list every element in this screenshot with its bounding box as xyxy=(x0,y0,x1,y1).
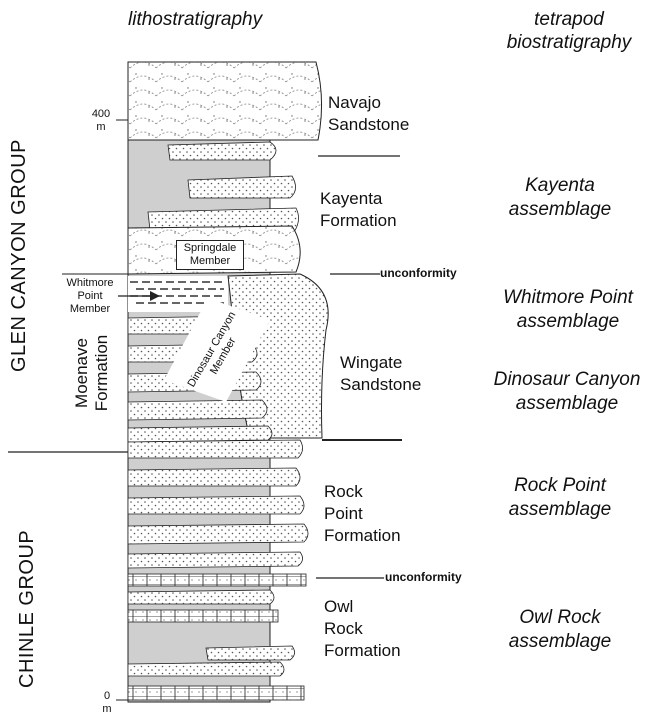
header-lithostratigraphy: lithostratigraphy xyxy=(128,8,262,31)
dinosaur-canyon-assemblage: Dinosaur Canyon assemblage xyxy=(474,368,660,416)
kayenta-assemblage-line1: Kayenta xyxy=(480,174,640,198)
kayenta-bed-1 xyxy=(168,142,276,160)
lower-unconformity-label: unconformity xyxy=(385,570,462,584)
rock-point-bed-1 xyxy=(128,440,303,458)
scale-bottom-value: 0 xyxy=(96,690,118,703)
springdale-member-label: Springdale Member xyxy=(176,240,244,270)
dinosaur-assemblage-line2: assemblage xyxy=(474,392,660,416)
kayenta-assemblage-line2: assemblage xyxy=(480,198,640,222)
springdale-line1: Springdale xyxy=(177,242,243,255)
kayenta-line1: Kayenta xyxy=(320,188,397,210)
owl-rock-bed-2 xyxy=(206,646,295,660)
rock-point-bed-5 xyxy=(128,552,303,568)
moenave-line2: Formation xyxy=(92,308,112,438)
kayenta-assemblage: Kayenta assemblage xyxy=(480,174,640,222)
chinle-group-label: CHINLE GROUP xyxy=(16,530,39,688)
navajo-line1: Navajo xyxy=(328,92,409,114)
owl-rock-bed-3 xyxy=(128,662,284,676)
dinosaur-bed-5 xyxy=(128,426,272,442)
whitmore-point-member-label: Whitmore Point Member xyxy=(62,277,118,316)
springdale-line2: Member xyxy=(177,255,243,268)
limestone-band-1 xyxy=(128,574,306,586)
owl-rock-assemblage-line2: assemblage xyxy=(480,630,640,654)
kayenta-bed-2 xyxy=(188,176,296,198)
whitmore-line1: Whitmore xyxy=(62,277,118,290)
header-biostratigraphy: tetrapod biostratigraphy xyxy=(494,8,644,54)
upper-unconformity-label: unconformity xyxy=(380,266,457,280)
owl-rock-line3: Formation xyxy=(324,640,401,662)
dinosaur-assemblage-line1: Dinosaur Canyon xyxy=(474,368,660,392)
scale-bottom-unit: m xyxy=(96,703,118,716)
rock-point-bed-3 xyxy=(128,496,304,514)
rock-point-bed-4 xyxy=(128,524,308,544)
glen-canyon-group-label: GLEN CANYON GROUP xyxy=(8,139,31,372)
header-biostratigraphy-line2: biostratigraphy xyxy=(494,31,644,54)
rock-point-formation-label: Rock Point Formation xyxy=(324,481,401,547)
owl-rock-line2: Rock xyxy=(324,618,401,640)
kayenta-line2: Formation xyxy=(320,210,397,232)
owl-rock-assemblage-line1: Owl Rock xyxy=(480,606,640,630)
rock-point-assemblage-line1: Rock Point xyxy=(480,474,640,498)
rock-point-bed-2 xyxy=(128,468,300,486)
owl-rock-assemblage: Owl Rock assemblage xyxy=(480,606,640,654)
owl-rock-line1: Owl xyxy=(324,596,401,618)
kayenta-formation-label: Kayenta Formation xyxy=(320,188,397,232)
rock-point-assemblage-line2: assemblage xyxy=(480,498,640,522)
rock-point-line3: Formation xyxy=(324,525,401,547)
limestone-band-2 xyxy=(128,610,278,622)
whitmore-line3: Member xyxy=(62,303,118,316)
rock-point-line1: Rock xyxy=(324,481,401,503)
navajo-sandstone-unit xyxy=(128,62,322,140)
scale-bottom-label: 0 m xyxy=(96,690,118,716)
navajo-sandstone-label: Navajo Sandstone xyxy=(328,92,409,136)
scale-top-label: 400 m xyxy=(88,108,114,134)
wingate-sandstone-label: Wingate Sandstone xyxy=(340,352,421,396)
rock-point-line2: Point xyxy=(324,503,401,525)
moenave-formation-label: Moenave Formation xyxy=(72,308,112,438)
wingate-line2: Sandstone xyxy=(340,374,421,396)
owl-rock-formation-label: Owl Rock Formation xyxy=(324,596,401,662)
limestone-band-3 xyxy=(128,686,304,700)
owl-rock-bed-1 xyxy=(128,590,274,604)
header-biostratigraphy-line1: tetrapod xyxy=(494,8,644,31)
moenave-line1: Moenave xyxy=(72,308,92,438)
wingate-line1: Wingate xyxy=(340,352,421,374)
whitmore-line2: Point xyxy=(62,290,118,303)
scale-top-unit: m xyxy=(88,121,114,134)
rock-point-assemblage: Rock Point assemblage xyxy=(480,474,640,522)
whitmore-point-assemblage: Whitmore Point assemblage xyxy=(480,286,656,334)
scale-top-value: 400 xyxy=(88,108,114,121)
navajo-line2: Sandstone xyxy=(328,114,409,136)
whitmore-assemblage-line2: assemblage xyxy=(480,310,656,334)
whitmore-assemblage-line1: Whitmore Point xyxy=(480,286,656,310)
